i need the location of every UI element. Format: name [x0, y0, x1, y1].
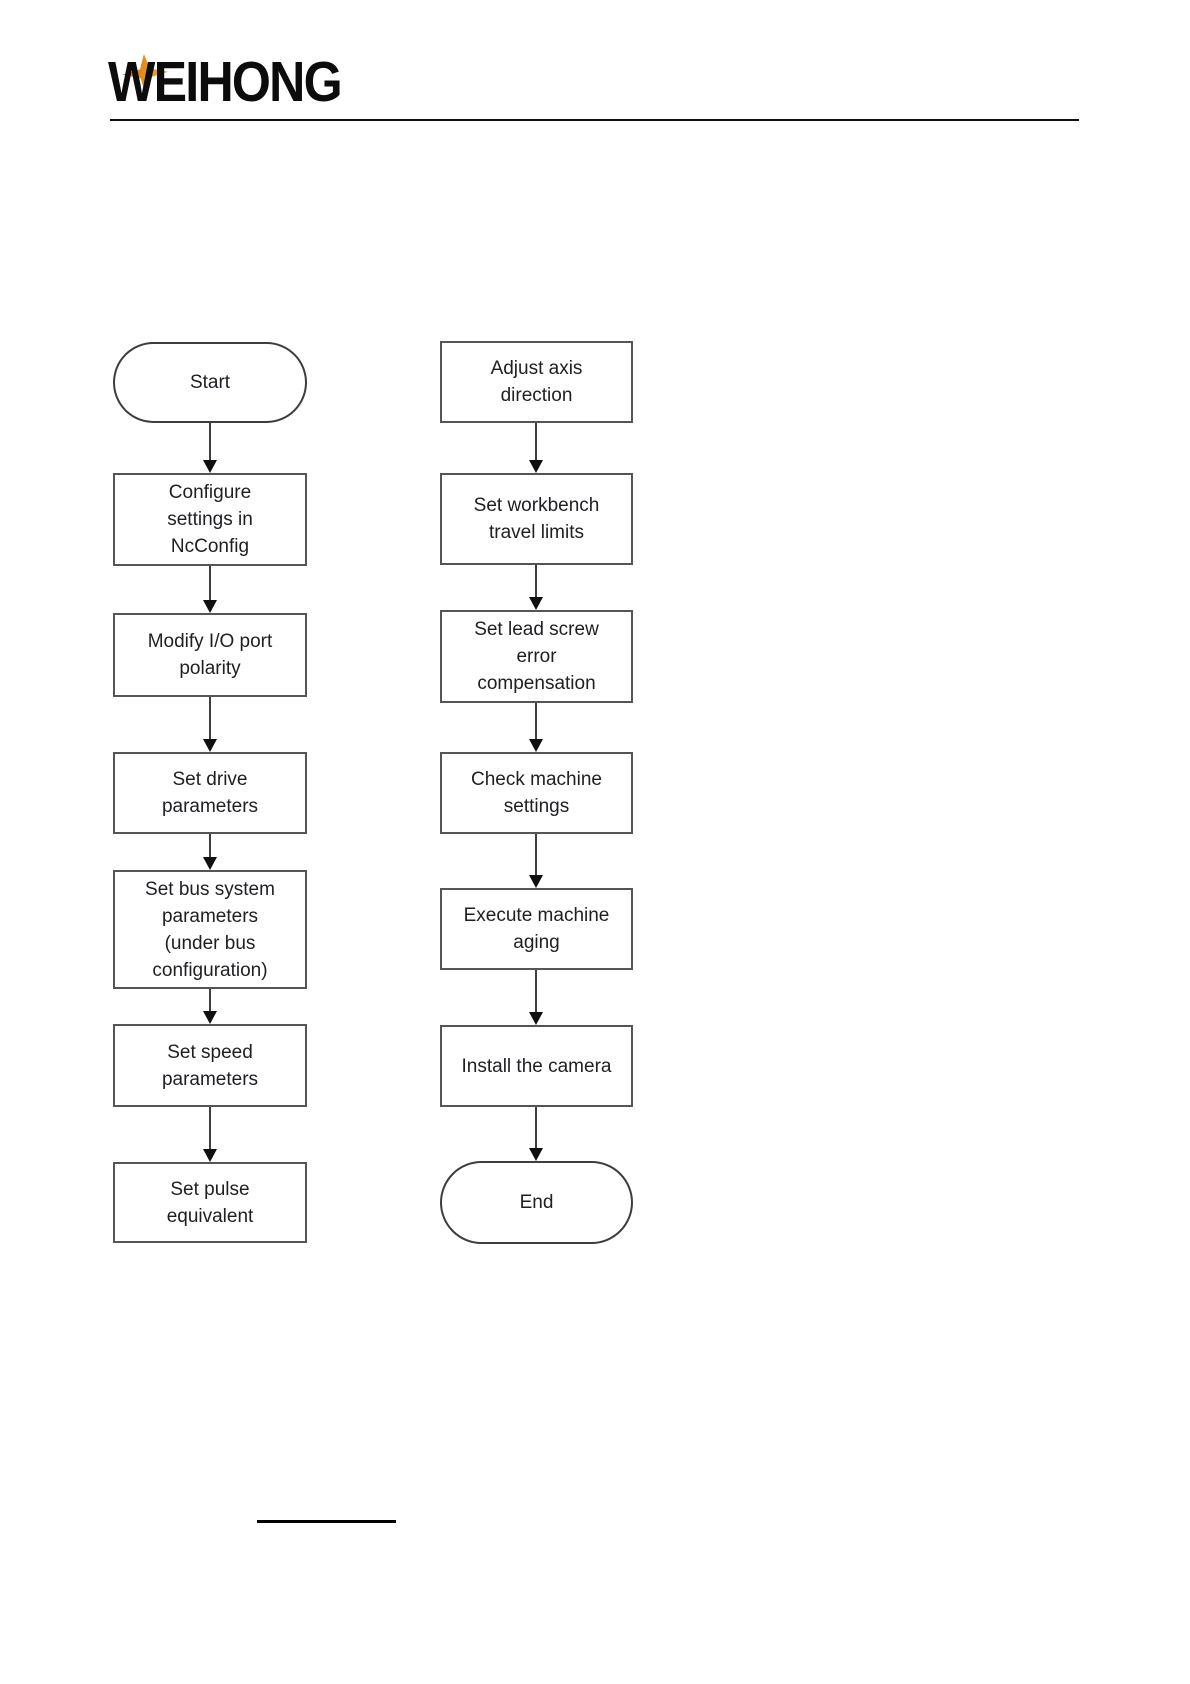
arrow-shaft — [209, 697, 211, 740]
arrow-shaft — [535, 423, 537, 461]
underline-rule — [257, 1520, 396, 1523]
flow-node-set-pulse-equivalent: Set pulse equivalent — [113, 1162, 307, 1243]
flow-node-lead-screw-compensation: Set lead screw error compensation — [440, 610, 633, 703]
arrow-shaft — [535, 565, 537, 598]
arrow-shaft — [535, 970, 537, 1013]
flow-arrow — [529, 703, 543, 752]
flow-arrow — [529, 423, 543, 473]
arrow-head-icon — [203, 600, 217, 613]
flow-arrow — [529, 970, 543, 1025]
flow-node-check-machine-settings: Check machine settings — [440, 752, 633, 834]
flow-node-configure-ncconfig: Configure settings in NcConfig — [113, 473, 307, 566]
arrow-head-icon — [529, 875, 543, 888]
flow-arrow — [529, 834, 543, 888]
arrow-head-icon — [203, 460, 217, 473]
flow-node-start: Start — [113, 342, 307, 423]
flow-node-adjust-axis-direction: Adjust axis direction — [440, 341, 633, 423]
arrow-shaft — [209, 566, 211, 601]
flow-arrow — [203, 834, 217, 870]
arrow-shaft — [535, 834, 537, 876]
flow-arrow — [203, 989, 217, 1024]
flow-arrow — [529, 565, 543, 610]
arrow-shaft — [535, 1107, 537, 1149]
arrow-shaft — [209, 834, 211, 858]
arrow-shaft — [209, 1107, 211, 1150]
flow-node-set-bus-parameters: Set bus system parameters (under bus con… — [113, 870, 307, 989]
arrow-head-icon — [203, 739, 217, 752]
flow-arrow — [203, 423, 217, 473]
arrow-head-icon — [529, 739, 543, 752]
arrow-shaft — [209, 423, 211, 461]
flow-node-set-workbench-limits: Set workbench travel limits — [440, 473, 633, 565]
flow-node-modify-io-polarity: Modify I/O port polarity — [113, 613, 307, 697]
flow-node-end: End — [440, 1161, 633, 1244]
flow-arrow — [529, 1107, 543, 1161]
arrow-head-icon — [203, 1011, 217, 1024]
arrow-shaft — [535, 703, 537, 740]
arrow-head-icon — [529, 597, 543, 610]
arrow-head-icon — [529, 1148, 543, 1161]
arrow-head-icon — [529, 460, 543, 473]
weihong-logo: WEIHONG — [108, 52, 408, 116]
flow-arrow — [203, 697, 217, 752]
flow-node-install-camera: Install the camera — [440, 1025, 633, 1107]
logo-text: WEIHONG — [108, 50, 343, 114]
header-divider — [110, 119, 1079, 121]
flow-node-execute-machine-aging: Execute machine aging — [440, 888, 633, 970]
flow-arrow — [203, 566, 217, 613]
arrow-head-icon — [203, 857, 217, 870]
arrow-head-icon — [203, 1149, 217, 1162]
flow-node-set-drive-parameters: Set drive parameters — [113, 752, 307, 834]
flow-node-set-speed-parameters: Set speed parameters — [113, 1024, 307, 1107]
arrow-shaft — [209, 989, 211, 1012]
flow-arrow — [203, 1107, 217, 1162]
arrow-head-icon — [529, 1012, 543, 1025]
